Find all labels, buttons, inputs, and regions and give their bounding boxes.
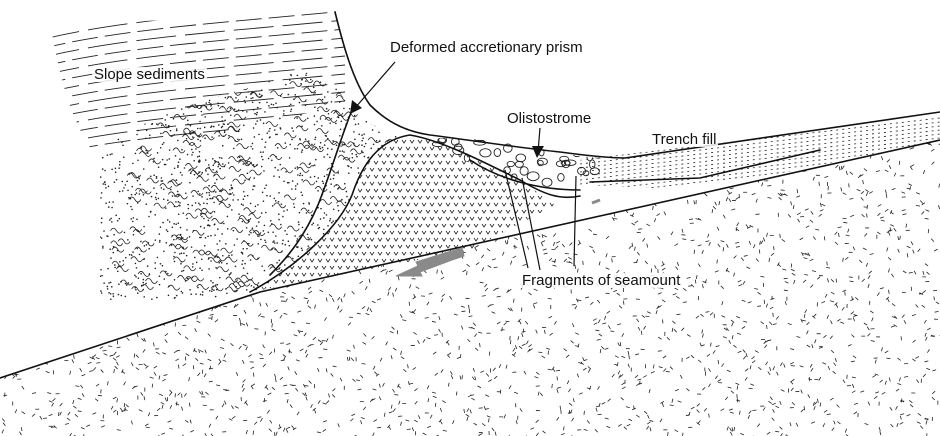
label-deformed-accretionary-prism: Deformed accretionary prism (388, 40, 585, 55)
label-trench-fill: Trench fill (650, 132, 718, 147)
plate-motion-arrow-stroke (592, 200, 600, 203)
label-slope-sediments: Slope sediments (92, 67, 207, 82)
leader-deformed-prism (355, 62, 395, 108)
label-olistostrome: Olistostrome (505, 111, 593, 126)
seafloor-surface (335, 12, 940, 158)
label-fragments-of-seamount: Fragments of seamount (520, 273, 682, 288)
accretionary-prism-pattern (99, 69, 411, 301)
trench-fill-base (590, 150, 820, 182)
oceanic-crust-stipple (0, 140, 940, 436)
